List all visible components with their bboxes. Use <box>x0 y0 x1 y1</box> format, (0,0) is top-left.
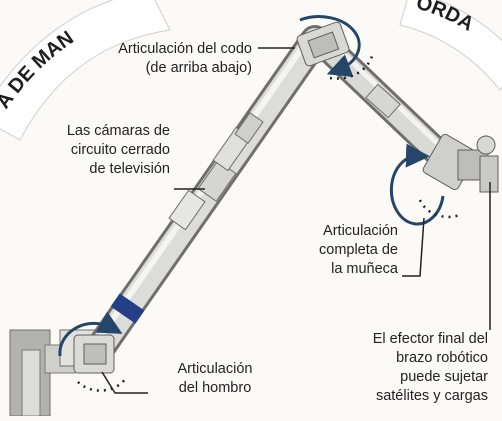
shoulder-label-line-2: del hombro <box>178 380 252 396</box>
upper-boom <box>311 31 449 164</box>
lower-boom <box>81 25 330 369</box>
wrist-motion-dots <box>418 199 463 219</box>
end-effector-label-line-1: El efector final del <box>372 331 488 347</box>
banner-right: ORDA <box>399 0 502 91</box>
end-effector-label: El efector final del brazo robótico pued… <box>330 330 488 406</box>
cameras-label-line-2: circuito cerrado <box>70 142 170 158</box>
elbow-label-line-2: (de arriba abajo) <box>145 60 252 76</box>
shoulder-joint <box>73 334 115 374</box>
wrist-leader-line <box>402 217 425 277</box>
end-effector-label-line-4: satélites y cargas <box>375 388 488 404</box>
wrist-label-line-3: la muñeca <box>331 261 398 277</box>
cameras-label-line-3: de televisión <box>89 161 170 177</box>
shoulder-joint-label: Articulación del hombro <box>160 360 270 398</box>
wrist-joint <box>422 133 499 193</box>
wrist-label-line-2: completa de <box>319 242 398 258</box>
cameras-label-line-1: Las cámaras de <box>66 123 170 139</box>
elbow-joint-label: Articulación del codo (de arriba abajo) <box>70 40 252 78</box>
cameras-label: Las cámaras de circuito cerrado de telev… <box>30 122 170 179</box>
shoulder-leader-line <box>101 371 148 394</box>
elbow-rotation-arrow <box>299 15 361 77</box>
wrist-label-line-1: Articulación <box>323 223 398 239</box>
shoulder-rotation-arrow <box>58 311 123 357</box>
wrist-joint-label: Articulación completa de la muñeca <box>296 222 398 279</box>
elbow-label-line-1: Articulación del codo <box>118 41 252 57</box>
shoulder-motion-dots <box>77 377 128 392</box>
shoulder-label-line-1: Articulación <box>177 361 253 377</box>
end-effector-label-line-3: puede sujetar <box>400 369 488 385</box>
end-effector-label-line-2: brazo robótico <box>396 350 488 366</box>
